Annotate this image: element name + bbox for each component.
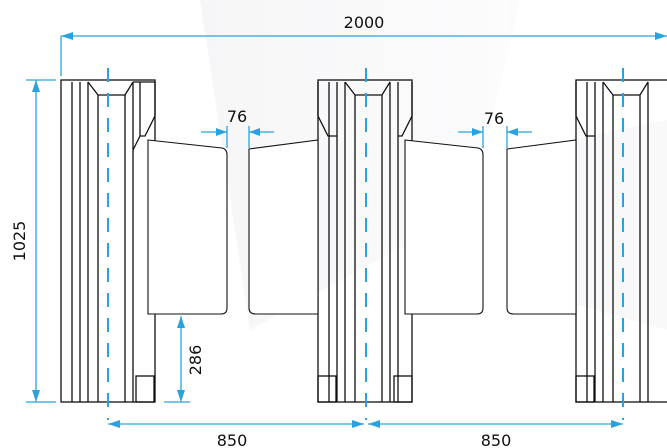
dimension-spacing: 850 850 [108, 420, 623, 448]
label-overall-width: 2000 [344, 13, 385, 32]
wing-left-a [147, 139, 228, 315]
wing-right-b [506, 139, 577, 315]
label-height: 1025 [10, 221, 29, 262]
wing-left-b [248, 139, 319, 315]
dimension-overall-width: 2000 [60, 13, 667, 76]
label-spacing-right: 850 [481, 431, 512, 448]
label-wing-gap-right: 76 [484, 109, 504, 128]
label-wing-gap-left: 76 [227, 107, 247, 126]
cabinet-left [60, 79, 156, 403]
dimension-height: 1025 [10, 79, 56, 403]
dimension-wing-bottom-clearance: 286 [164, 316, 205, 403]
wing-right-a [404, 139, 484, 315]
dimension-wing-gap-right: 76 [458, 109, 532, 148]
dimension-wing-gap-left: 76 [201, 107, 274, 148]
label-spacing-left: 850 [217, 431, 248, 448]
label-wing-bottom-clearance: 286 [186, 345, 205, 376]
